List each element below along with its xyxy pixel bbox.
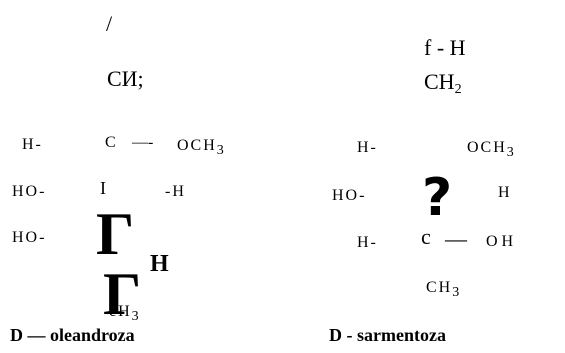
right-question-glyph: ? — [422, 168, 453, 228]
left-ch3: cH3 — [109, 303, 141, 324]
left-compound-name: D — oleandroza — [10, 325, 135, 345]
right-row3-bond: — — [445, 226, 467, 251]
left-row2-i: I — [100, 178, 106, 198]
left-row1-bond: —- — [132, 134, 154, 151]
right-row3-c: c — [421, 224, 431, 249]
left-big-glyph-top: Г — [96, 201, 135, 267]
left-row1-och3: OCH3 — [177, 137, 226, 158]
left-big-glyph-bottom: Г — [103, 261, 142, 327]
right-ch3: CH3 — [426, 279, 462, 300]
left-row3-ho: HO- — [12, 229, 47, 246]
right-compound-name: D - sarmentoza — [329, 325, 446, 345]
right-row2-h: H — [498, 184, 510, 201]
right-row1-h: H- — [357, 139, 378, 156]
left-row2-ho: HO- — [12, 183, 47, 200]
right-row3-h: H- — [357, 234, 378, 251]
right-ch2: CH2 — [424, 69, 462, 97]
left-row2-h: -H — [165, 183, 186, 200]
right-row1-och3: OCH3 — [467, 139, 516, 160]
left-row1-c: C — [105, 134, 116, 151]
right-row2-ho: HO- — [332, 187, 367, 204]
left-big-glyph-h: H — [150, 251, 169, 277]
left-row1-h: H- — [22, 136, 43, 153]
right-row3-oh: O H — [486, 233, 514, 250]
left-ch-line: СИ; — [107, 66, 144, 91]
right-fh-line: f - H — [424, 35, 466, 60]
left-top-slash: / — [106, 11, 113, 36]
